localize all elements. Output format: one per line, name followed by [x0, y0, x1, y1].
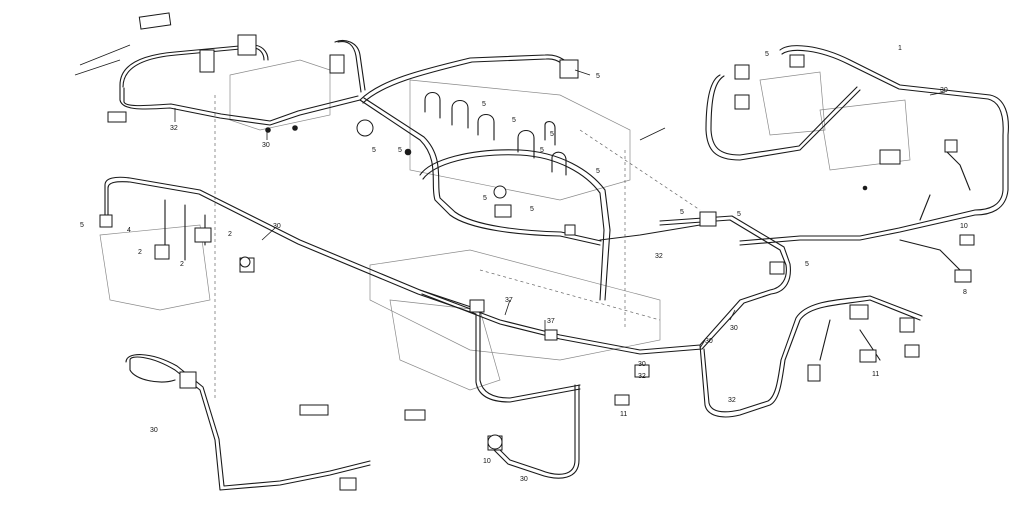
connector-loops [424, 91, 567, 176]
callout: 11 [872, 371, 879, 378]
callout: 30 [273, 223, 281, 230]
callout: 5 [680, 209, 684, 216]
callout: 2 [138, 249, 142, 256]
callout: 30 [705, 338, 713, 345]
callout: 5 [530, 206, 534, 213]
callout: 30 [730, 325, 738, 332]
callout: 5 [550, 131, 554, 138]
callout: 5 [805, 261, 809, 268]
callout: 5 [765, 51, 769, 58]
callout: 5 [512, 117, 516, 124]
callout: 5 [540, 147, 544, 154]
callout: 1 [898, 45, 902, 52]
callout: 37 [505, 297, 513, 304]
callout: 2 [228, 231, 232, 238]
body-frame-outlines [99, 59, 911, 400]
callout: 5 [372, 147, 376, 154]
callout: 30 [638, 361, 646, 368]
callout: 5 [80, 222, 84, 229]
harness-bundles [104, 39, 1009, 491]
callout: 37 [547, 318, 555, 325]
callout: 32 [170, 125, 178, 132]
callout: 5 [483, 195, 487, 202]
callout: 32 [655, 253, 663, 260]
callout: 10 [483, 458, 491, 465]
callout: 10 [960, 223, 968, 230]
callout: 5 [737, 211, 741, 218]
callout: 5 [596, 168, 600, 175]
callout: 5 [596, 73, 600, 80]
callout: 30 [150, 427, 158, 434]
callout: 32 [728, 397, 736, 404]
callout: 30 [262, 142, 270, 149]
connectors [99, 12, 975, 491]
callout: 5 [482, 101, 486, 108]
callout: 5 [398, 147, 402, 154]
callout: 32 [638, 373, 646, 380]
callout: 8 [963, 289, 967, 296]
leader-lines [74, 44, 946, 349]
callout: 2 [180, 261, 184, 268]
callout: 30 [520, 476, 528, 483]
callout-labels: 32 30 5 5 5 5 5 5 5 5 5 5 5 30 2 2 30 5 … [80, 45, 968, 483]
callout: 11 [620, 411, 627, 418]
callout: 30 [940, 87, 948, 94]
callout: 4 [127, 227, 131, 234]
